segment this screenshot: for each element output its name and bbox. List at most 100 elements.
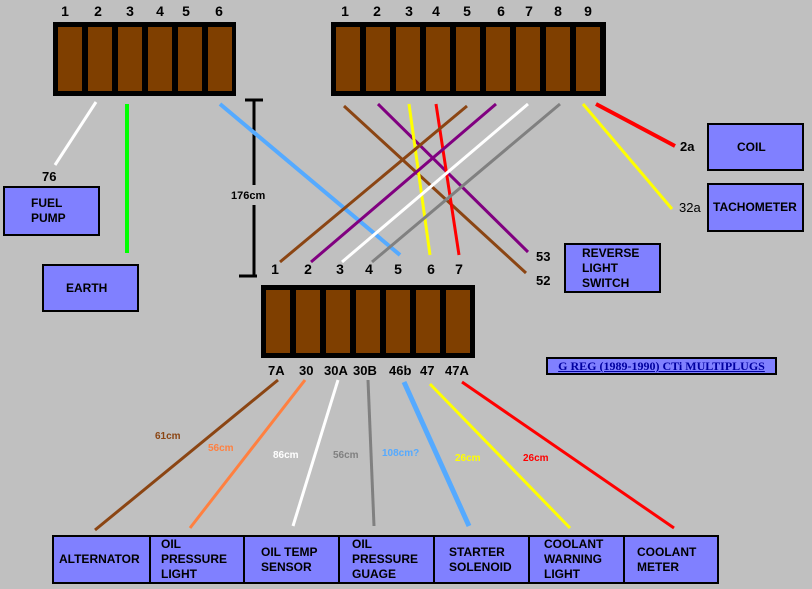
wire-oil-pressure-guage	[366, 379, 376, 527]
pin-label: 3	[336, 261, 344, 277]
length-label: 26cm	[455, 453, 481, 464]
starter-solenoid-box: STARTER SOLENOID	[433, 535, 530, 584]
socket-7-1	[266, 290, 290, 353]
length-label: 108cm?	[382, 448, 420, 459]
wire-coil	[595, 102, 676, 148]
pin-label: 2	[94, 3, 102, 19]
oil-pressure-light-box: OIL PRESSURE LIGHT	[149, 535, 245, 584]
coolant-meter-box: COOLANT METER	[623, 535, 719, 584]
socket-6-4	[148, 27, 172, 91]
pin-label: 1	[271, 261, 279, 277]
length-label: 56cm	[208, 443, 234, 454]
wire-number-32a: 32a	[679, 200, 701, 215]
socket-7-5	[386, 290, 410, 353]
wire-grey-4	[371, 102, 561, 264]
pin-label: 2	[304, 261, 312, 277]
socket-9-9	[576, 27, 600, 91]
coil-box: COIL	[707, 123, 804, 171]
connector-6-pin	[53, 22, 236, 96]
socket-9-4	[426, 27, 450, 91]
socket-6-1	[58, 27, 82, 91]
socket-9-1	[336, 27, 360, 91]
oil-pressure-guage-box: OIL PRESSURE GUAGE	[338, 535, 435, 584]
terminal-label: 30	[299, 363, 314, 378]
wire-number-53: 53	[536, 249, 551, 264]
wire-coolant-meter	[461, 380, 675, 530]
pin-label: 6	[215, 3, 223, 19]
pin-label: 6	[497, 3, 505, 19]
length-label: 26cm	[523, 453, 549, 464]
socket-9-6	[486, 27, 510, 91]
wire-fuel-pump	[53, 101, 98, 166]
reverse-light-switch-box: REVERSE LIGHT SWITCH	[564, 243, 661, 293]
terminal-label: 46b	[389, 363, 412, 378]
pin-label: 8	[554, 3, 562, 19]
pin-label: 1	[61, 3, 69, 19]
pin-label: 9	[584, 3, 592, 19]
pin-label: 5	[463, 3, 471, 19]
wire-number-2a: 2a	[680, 139, 695, 154]
pin-label: 4	[156, 3, 164, 19]
oil-temp-sensor-box: OIL TEMP SENSOR	[243, 535, 340, 584]
socket-7-4	[356, 290, 380, 353]
alternator-box: ALTERNATOR	[52, 535, 151, 584]
wire-tachometer	[581, 103, 674, 210]
pin-label: 2	[373, 3, 381, 19]
socket-6-2	[88, 27, 112, 91]
tachometer-box: TACHOMETER	[707, 183, 804, 232]
terminal-label: 47A	[445, 363, 469, 378]
wire-purple-reverse	[376, 102, 530, 254]
dimension-label: 176cm	[231, 190, 266, 202]
wire-number-76: 76	[42, 169, 57, 184]
wire-brown-1	[279, 104, 468, 264]
pin-label: 6	[427, 261, 435, 277]
socket-7-2	[296, 290, 320, 353]
pin-label: 7	[455, 261, 463, 277]
socket-7-7	[446, 290, 470, 353]
coolant-warning-light-box: COOLANT WARNING LIGHT	[528, 535, 625, 584]
socket-9-8	[546, 27, 570, 91]
pin-label: 7	[525, 3, 533, 19]
pin-label: 4	[432, 3, 440, 19]
terminal-label: 7A	[268, 363, 285, 378]
connector-9-pin	[331, 22, 606, 96]
socket-9-2	[366, 27, 390, 91]
pin-label: 3	[126, 3, 134, 19]
wire-starter-solenoid	[401, 380, 472, 528]
length-label: 61cm	[155, 431, 181, 442]
pin-label: 1	[341, 3, 349, 19]
wire-oil-pressure-light	[188, 379, 307, 529]
wire-yellow-6	[407, 103, 432, 256]
pin-label: 4	[365, 261, 373, 277]
wire-white-3	[341, 102, 529, 264]
wire-blue-cross	[218, 102, 402, 257]
terminal-label: 30A	[324, 363, 348, 378]
socket-9-3	[396, 27, 420, 91]
socket-7-6	[416, 290, 440, 353]
wire-oil-temp-sensor	[291, 379, 340, 527]
pin-label: 5	[182, 3, 190, 19]
terminal-label: 30B	[353, 363, 377, 378]
wire-coolant-warning	[428, 382, 572, 530]
connector-7-pin	[261, 285, 475, 358]
diagram-title: G REG (1989-1990) CTi MULTIPLUGS	[546, 357, 777, 375]
socket-6-5	[178, 27, 202, 91]
terminal-label: 47	[420, 363, 435, 378]
socket-6-6	[208, 27, 232, 91]
wire-number-52: 52	[536, 273, 551, 288]
socket-9-5	[456, 27, 480, 91]
pin-label: 3	[405, 3, 413, 19]
socket-6-3	[118, 27, 142, 91]
socket-9-7	[516, 27, 540, 91]
pin-label: 5	[394, 261, 402, 277]
wire-purple-2	[310, 102, 497, 264]
dimension-marker	[239, 98, 263, 278]
wire-alternator	[94, 378, 279, 532]
length-label: 56cm	[333, 450, 359, 461]
socket-7-3	[326, 290, 350, 353]
fuel-pump-box: FUEL PUMP	[3, 186, 100, 236]
earth-box: EARTH	[42, 264, 139, 312]
length-label: 86cm	[273, 450, 299, 461]
wire-brown-reverse	[342, 104, 528, 275]
